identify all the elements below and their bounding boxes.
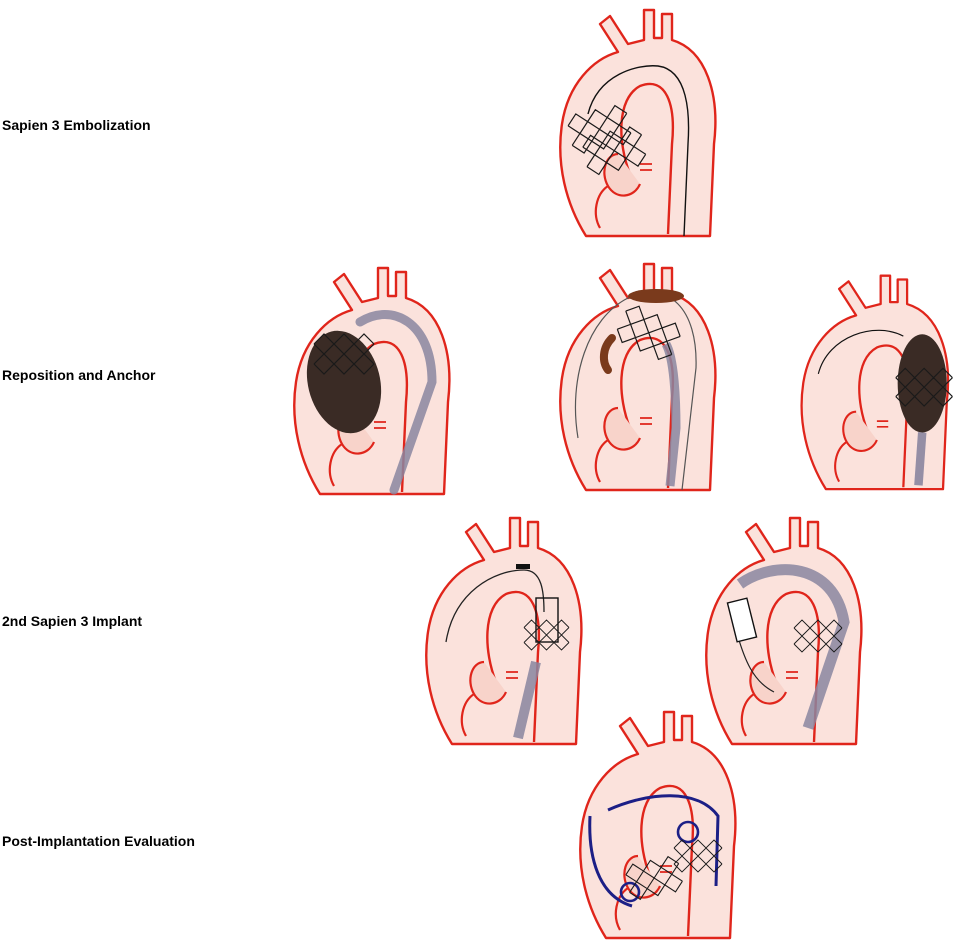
aortic-arch-illustration [579,710,737,940]
row-label-reposition: Reposition and Anchor [2,367,156,383]
guidewire [574,292,697,491]
guidewire [587,65,690,237]
snare-loop [628,289,684,303]
pigtail-loop [619,881,641,903]
pigtail-catheter-2 [588,815,633,908]
panel-balloon-reposition [282,262,462,497]
aortic-arch-illustration [559,262,717,492]
aortic-arch-illustration [800,274,954,491]
inflated-balloon [306,330,382,434]
row-label-second-implant: 2nd Sapien 3 Implant [2,613,143,629]
crimped-valve [726,597,758,643]
delivery-sheath [914,432,927,486]
panel-second-valve-deploy [694,512,874,747]
panel-second-valve-advance [414,512,594,747]
panel-balloon-anchor-descending [790,266,957,496]
inflated-balloon [897,334,947,433]
pigtail-catheter [607,794,720,887]
row-label-evaluation: Post-Implantation Evaluation [2,833,195,849]
panel-evaluation-catheter [568,706,748,941]
aortic-arch-illustration [425,516,583,746]
aortic-arch-illustration [293,266,451,496]
delivery-sheath [661,341,681,487]
crimped-valve [535,597,559,643]
panel-snare-anchor [548,258,728,493]
panel-embolized-valve [548,4,728,239]
delivery-sheath [355,310,437,495]
delivery-sheath [736,564,850,730]
delivery-sheath [513,660,541,740]
guidewire [817,329,904,375]
guidewire [445,569,545,643]
marker-band [516,564,530,569]
pigtail-loop [676,820,700,844]
aortic-arch-illustration [559,8,717,238]
balloon-catheter-tip [599,334,616,374]
row-label-embolization: Sapien 3 Embolization [2,117,151,133]
aortic-arch-illustration [705,516,863,746]
